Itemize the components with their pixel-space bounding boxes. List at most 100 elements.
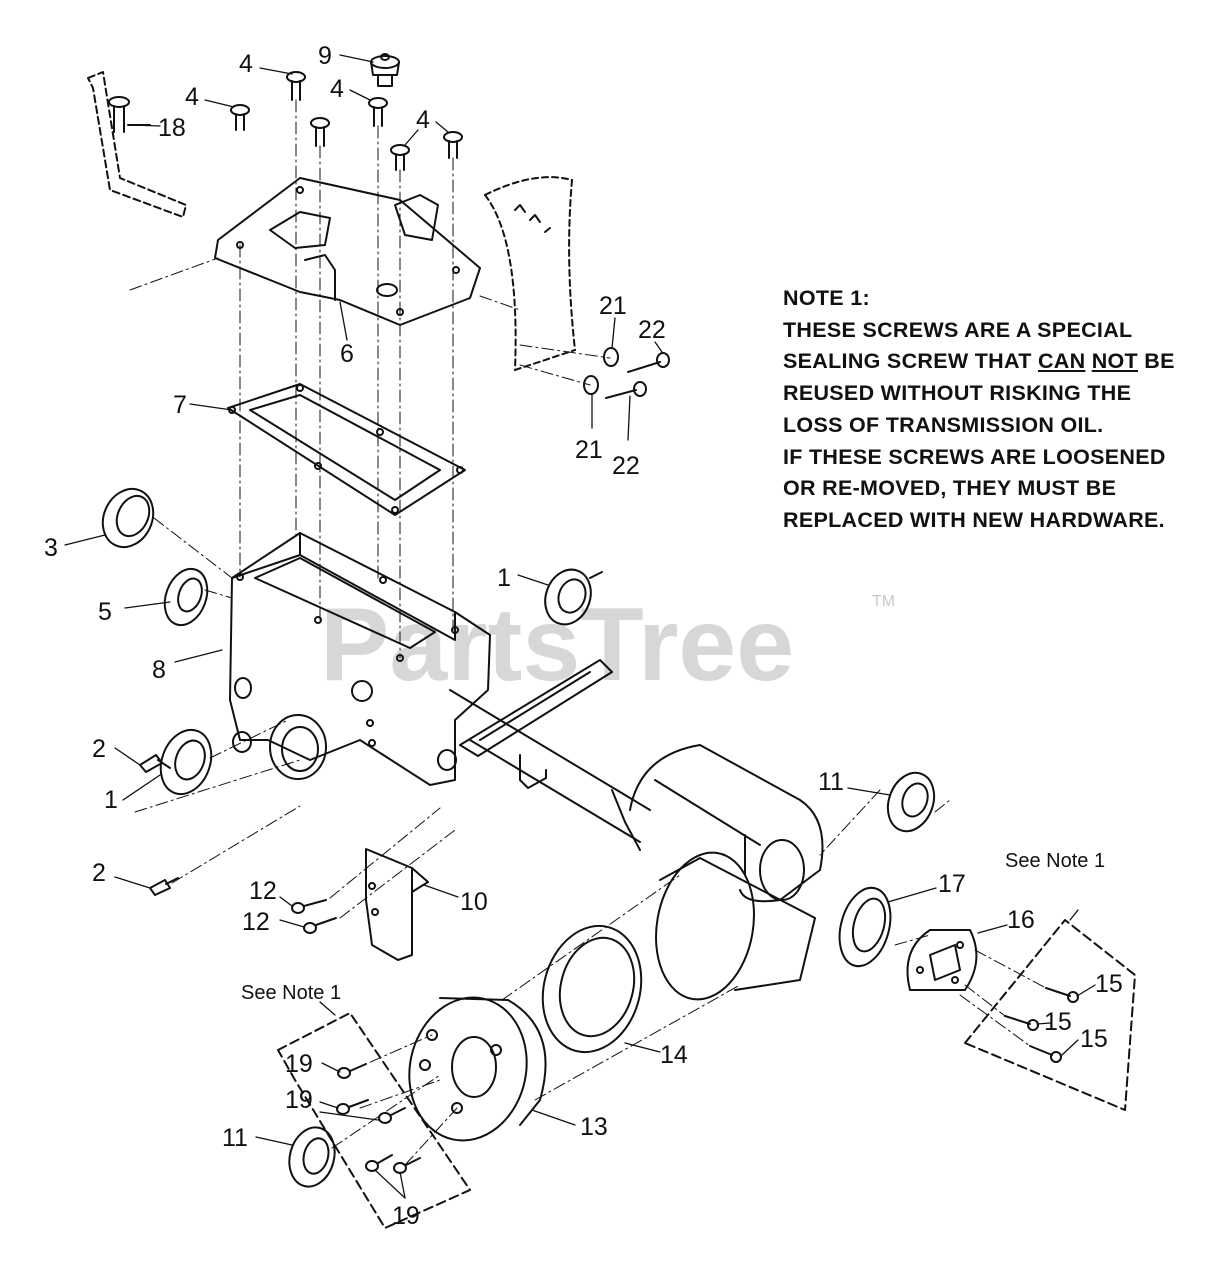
callout-14: 14: [660, 1041, 688, 1069]
bolt-4a: [286, 71, 306, 101]
bolt-4f: [443, 131, 463, 159]
part-19-screw-c: [378, 1107, 406, 1124]
callout-22: 22: [638, 316, 666, 344]
part-12-screw-upper: [291, 899, 327, 914]
part-17-gasket: [838, 886, 892, 968]
axle-tube: [449, 689, 824, 903]
note-line-4: LOSS OF TRANSMISSION OIL.: [783, 412, 1104, 437]
guide-slots: [514, 204, 551, 233]
watermark-text: PartsTree: [320, 587, 794, 703]
part-19-screw-a: [337, 1063, 367, 1079]
part-22-screw-upper: [627, 352, 670, 373]
callout-11: 11: [818, 768, 844, 796]
callout-12: 12: [242, 908, 270, 936]
part-10-bracket: [365, 848, 429, 961]
see-note-label-left: See Note 1: [241, 982, 341, 1004]
part-15-screw-b: [1004, 1015, 1039, 1031]
note-title: NOTE 1:: [783, 286, 870, 310]
part-5-bearing: [163, 567, 209, 627]
bolt-4c: [310, 117, 330, 147]
part-3-seal: [101, 487, 155, 549]
mount-plate: [459, 659, 613, 757]
callout-19: 19: [392, 1202, 420, 1230]
part-22-screw-lower: [605, 381, 647, 399]
part-12-screw-lower: [303, 917, 337, 934]
part-11-seal-left: [288, 1126, 336, 1188]
part-14-gasket: [541, 924, 643, 1054]
see-note-label-right: See Note 1: [1005, 850, 1105, 872]
callout-2: 2: [92, 735, 106, 763]
callout-19: 19: [285, 1050, 313, 1078]
part-2-screw-lower: [149, 877, 179, 896]
callout-13: 13: [580, 1113, 608, 1141]
callout-4: 4: [330, 75, 344, 103]
callout-15: 15: [1044, 1008, 1072, 1036]
bolt-4b: [230, 104, 250, 131]
note-box-left: [277, 1012, 471, 1229]
part-7-gasket: [227, 383, 466, 516]
callout-15: 15: [1095, 970, 1123, 998]
callout-17: 17: [938, 870, 966, 898]
callout-1: 1: [497, 564, 511, 592]
note-1-block: NOTE 1: THESE SCREWS ARE A SPECIAL SEALI…: [783, 283, 1203, 537]
watermark-tm: TM: [872, 593, 895, 610]
note-line-7: REPLACED WITH NEW HARDWARE.: [783, 507, 1165, 532]
callouts: 4 4 4 4 9 18 6 7 3 5 8 1 2 1 2 12 12 10 …: [44, 42, 1123, 1230]
part-1-bearing-upper: [544, 568, 603, 626]
callout-1: 1: [104, 786, 118, 814]
part-8-housing: [229, 532, 491, 786]
part-21-washer-upper: [603, 347, 619, 367]
callout-3: 3: [44, 534, 58, 562]
part-11-seal-right: [886, 771, 936, 833]
part-6-cover-plate: [214, 177, 481, 326]
callout-21: 21: [575, 436, 603, 464]
callout-10: 10: [460, 888, 488, 916]
note-can: CAN: [1037, 349, 1086, 374]
callout-15: 15: [1080, 1025, 1108, 1053]
part-16-cap: [906, 929, 978, 991]
callout-5: 5: [98, 598, 112, 626]
callout-4: 4: [416, 106, 430, 134]
part-15-screw-a: [1045, 987, 1079, 1003]
callout-4: 4: [239, 50, 253, 78]
callout-18: 18: [158, 114, 186, 142]
callout-21: 21: [599, 292, 627, 320]
callout-22: 22: [612, 452, 640, 480]
callout-2: 2: [92, 859, 106, 887]
callout-16: 16: [1007, 906, 1035, 934]
part-13-cover: [408, 996, 547, 1142]
note-line-1: THESE SCREWS ARE A SPECIAL: [783, 317, 1133, 342]
part-21-washer-lower: [583, 375, 599, 395]
assembly-centerlines: [129, 99, 1047, 1166]
note-line-2-post: BE: [1138, 349, 1175, 374]
part-9-breather: [370, 53, 400, 87]
leader-lines: [64, 54, 1096, 1199]
callout-6: 6: [340, 340, 354, 368]
part-19-screw-b: [336, 1099, 369, 1115]
note-line-5: IF THESE SCREWS ARE LOOSENED: [783, 444, 1166, 469]
note-box-right: [964, 919, 1136, 1111]
callout-7: 7: [173, 391, 187, 419]
part-15-screw-c: [1029, 1045, 1062, 1063]
note-line-3: REUSED WITHOUT RISKING THE: [783, 381, 1132, 406]
note-line-2-pre: SEALING SCREW THAT: [783, 349, 1038, 374]
part-19-screw-e: [393, 1157, 421, 1174]
part-18-bracket: [87, 71, 187, 218]
part-2-screw-upper: [139, 754, 171, 773]
part-1-bearing-lower: [159, 728, 213, 796]
tube-end-flange: [655, 851, 816, 1001]
part-18-bolt: [108, 96, 151, 133]
part-19-screw-d: [365, 1154, 393, 1172]
callout-12: 12: [249, 877, 277, 905]
bolt-4e: [390, 144, 410, 171]
shift-guide: [484, 176, 576, 371]
callout-11: 11: [222, 1124, 248, 1152]
note-line-6: OR RE-MOVED, THEY MUST BE: [783, 476, 1117, 501]
callout-9: 9: [318, 42, 332, 70]
note-not: NOT: [1091, 349, 1138, 374]
bolt-4d: [368, 97, 388, 127]
callout-19: 19: [285, 1086, 313, 1114]
note-line-2: SEALING SCREW THAT CAN NOT BE: [783, 346, 1203, 378]
